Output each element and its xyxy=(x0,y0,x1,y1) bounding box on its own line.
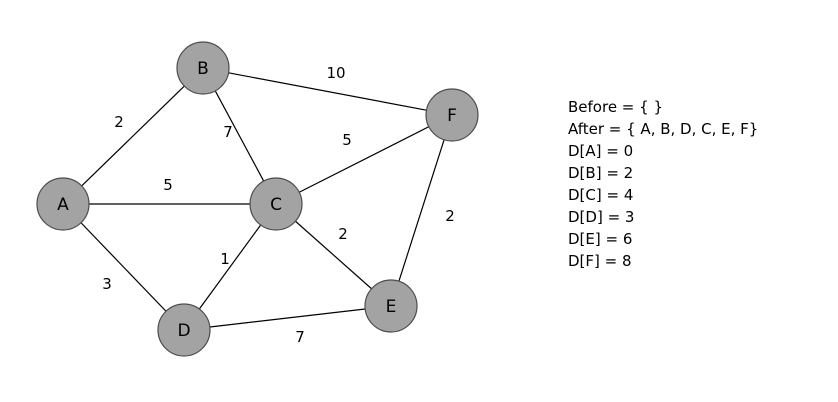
graph-edge-c-e xyxy=(295,220,372,290)
info-line-4: D[C] = 4 xyxy=(568,186,634,204)
info-line-2: D[A] = 0 xyxy=(568,142,634,160)
graph-edge-c-d xyxy=(198,224,262,310)
algorithm-state-panel: Before = { } After = { A, B, D, C, E, F} D… xyxy=(568,96,818,272)
edges-group xyxy=(80,72,445,328)
edge-weight-e-f: 2 xyxy=(445,207,455,225)
nodes-group: A B C D E F xyxy=(36,41,479,357)
node-circle-c[interactable] xyxy=(249,177,303,231)
node-label-d: D xyxy=(177,321,190,341)
graph-node-c[interactable]: C xyxy=(249,177,303,231)
node-label-e: E xyxy=(386,297,397,317)
edge-weight-b-f: 10 xyxy=(326,64,345,82)
info-line-7: D[F] = 8 xyxy=(568,252,632,270)
graph-edge-d-e xyxy=(209,308,366,328)
graph-edge-b-f xyxy=(228,72,427,111)
info-line-6: D[E] = 6 xyxy=(568,230,633,248)
node-circle-b[interactable] xyxy=(176,41,230,95)
graph-edge-b-c xyxy=(214,90,265,182)
graph-node-e[interactable]: E xyxy=(364,279,418,333)
edge-weight-a-b: 2 xyxy=(114,113,124,131)
graph-node-f[interactable]: F xyxy=(425,88,479,142)
info-line-1: After = { A, B, D, C, E, F} xyxy=(568,120,759,138)
edge-weight-c-e: 2 xyxy=(338,225,348,243)
info-line-5: D[D] = 3 xyxy=(568,208,635,226)
node-label-b: B xyxy=(197,59,209,79)
node-circle-e[interactable] xyxy=(364,279,418,333)
node-label-c: C xyxy=(270,195,282,215)
graph-node-d[interactable]: D xyxy=(157,303,211,357)
edge-weight-a-d: 3 xyxy=(102,275,112,293)
edge-weight-c-f: 5 xyxy=(342,131,352,149)
node-label-a: A xyxy=(57,195,69,215)
edge-weight-c-d: 1 xyxy=(220,250,230,268)
node-circle-f[interactable] xyxy=(425,88,479,142)
graph-node-a[interactable]: A xyxy=(36,177,90,231)
node-circle-d[interactable] xyxy=(157,303,211,357)
graph-edge-c-f xyxy=(298,126,430,193)
edge-weight-b-c: 7 xyxy=(223,123,233,141)
edge-weight-a-c: 5 xyxy=(163,176,173,194)
graph-edge-a-d xyxy=(80,222,167,312)
graph-edge-e-f xyxy=(398,139,445,282)
node-label-f: F xyxy=(447,106,457,126)
info-line-3: D[B] = 2 xyxy=(568,164,634,182)
graph-edge-a-b xyxy=(81,85,185,187)
info-line-0: Before = { } xyxy=(568,98,664,116)
edge-weight-d-e: 7 xyxy=(295,328,305,346)
graph-node-b[interactable]: B xyxy=(176,41,230,95)
node-circle-a[interactable] xyxy=(36,177,90,231)
